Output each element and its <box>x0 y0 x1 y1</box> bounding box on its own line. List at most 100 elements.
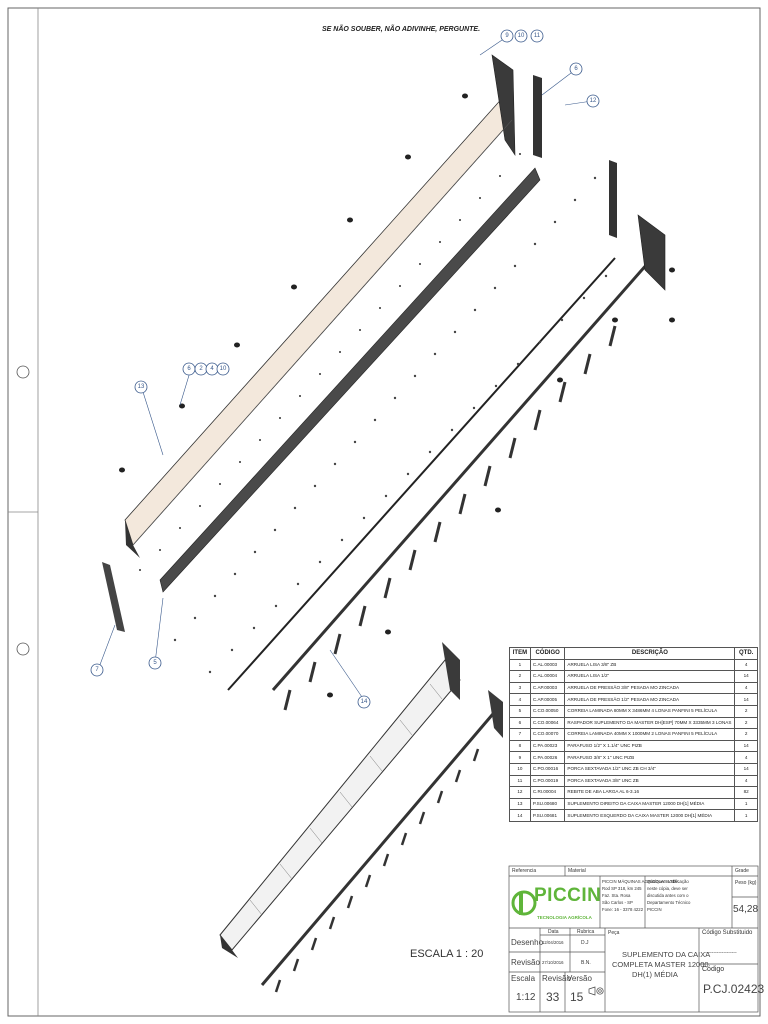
bom-item: 3 <box>509 681 531 695</box>
assembled-view <box>219 642 503 993</box>
bom-desc: SUPLEMENTO ESQUERDO DA CAIXA MASTER 1200… <box>564 809 736 822</box>
grade-label: Grade <box>735 868 749 874</box>
bom-code: C.AP.00003 <box>529 681 566 695</box>
bom-desc: CORREIA LAMINADA 40MM X 1000MM 2 LONAS P… <box>564 728 736 741</box>
peca-name-line-2: COMPLETA MASTER 12000 <box>612 960 709 969</box>
bom-qty: 4 <box>734 681 758 695</box>
bom-desc: ARRUELA LISA 3/8" ZB <box>564 658 736 672</box>
bom-item: 13 <box>509 797 531 811</box>
bom-header-description: DESCRIÇÃO <box>564 647 736 660</box>
notice-line-3: discutida antes com o <box>647 893 689 898</box>
bom-desc: PORCA SEXTAVADA 3/8" UNC ZB <box>564 774 736 788</box>
bom-code: P.SU.00681 <box>529 809 566 822</box>
bom-header-qty: QTD. <box>734 647 758 660</box>
desenho-rubrica: D.J <box>581 940 589 946</box>
bom-item: 1 <box>509 658 531 672</box>
revisao-rubrica: B.N. <box>581 960 591 966</box>
end-strip-left <box>102 562 125 632</box>
right-supplement-panel <box>124 54 516 558</box>
company-address-4: São Carlos - SP <box>602 900 633 905</box>
bom-qty: 14 <box>734 762 758 776</box>
bom-item: 7 <box>509 728 531 741</box>
bom-desc: ARRUELA DE PRESSÃO 1/2" PESADA MO ZINCAD… <box>564 693 736 706</box>
title-block-frame <box>508 865 759 1013</box>
rubrica-label: Rubrica <box>577 929 595 935</box>
notice-line-1: Qualquer modificação <box>647 879 689 884</box>
balloon-6: 6 <box>574 66 578 72</box>
bom-item: 8 <box>509 739 531 753</box>
bom-desc: CORREIA LAMINADA 80MM X 3486MM 4 LONAS P… <box>564 704 736 718</box>
balloon-2: 2 <box>199 366 203 372</box>
bom-qty: 2 <box>734 728 758 741</box>
data-label: Data <box>548 929 559 935</box>
peso-label: Peso (kg) <box>735 880 757 886</box>
bom-qty: 4 <box>734 774 758 788</box>
bom-desc: REBITE DE ABA LARGA AL 6-3.16 <box>564 786 736 799</box>
bom-desc: ARRUELA DE PRESSÃO 3/8" PESADA MO ZINCAD… <box>564 681 736 695</box>
bom-header-item: ITEM <box>509 647 531 660</box>
scale-note: ESCALA 1 : 20 <box>410 948 484 960</box>
desenho-label: Desenho <box>511 938 544 947</box>
balloon-10: 10 <box>518 33 525 39</box>
notice-line-5: PICCIN <box>647 907 662 912</box>
rivet-row-bottom <box>208 274 608 674</box>
bom-code: C.AL.00003 <box>529 658 566 672</box>
balloon-13: 13 <box>138 384 145 390</box>
bom-qty: 1 <box>734 809 758 822</box>
notice-line-4: Departamento Técnico <box>647 900 691 905</box>
balloon-14: 14 <box>361 699 368 705</box>
company-tagline: TECNOLOGIA AGRÍCOLA <box>537 915 592 920</box>
bom-item: 11 <box>509 774 531 788</box>
company-address-2: Rod SP 318, km 245 <box>602 886 642 891</box>
bom-item: 4 <box>509 693 531 706</box>
callout-balloons <box>90 29 600 709</box>
peca-name-line-3: DH(1) MÉDIA <box>632 970 678 979</box>
bom-code: P.SU.00680 <box>529 797 566 811</box>
balloon-11: 11 <box>534 33 541 39</box>
revisao2-value: 33 <box>546 990 560 1004</box>
company-address-5: Fone: 16 - 3378 4222 <box>602 907 644 912</box>
bom-desc: PORCA SEXTAVADA 1/2" UNC ZB CH 3/4" <box>564 762 736 776</box>
belt-strip <box>227 257 616 691</box>
leader-lines <box>97 37 593 701</box>
peso-value: 54,28 <box>733 904 759 915</box>
codigo-value: P.CJ.02423 <box>703 982 765 996</box>
bom-header-code: CÓDIGO <box>529 647 566 660</box>
bom-item: 12 <box>509 786 531 799</box>
escala-label: Escala <box>511 974 536 983</box>
bom-item: 2 <box>509 670 531 683</box>
bom-desc: PARAFUSO 1/2" X 1.1/4" UNC PIZB <box>564 739 736 753</box>
revisao-label: Revisão <box>511 958 540 967</box>
scraper-strip <box>159 167 541 593</box>
bom-qty: 2 <box>734 704 758 718</box>
punch-hole-top <box>16 365 30 379</box>
balloon-4: 4 <box>210 366 214 372</box>
bom-desc: PARAFUSO 3/8" X 1" UNC PIZB <box>564 751 736 764</box>
bom-desc: SUPLEMENTO DIREITO DA CAIXA MASTER 12000… <box>564 797 736 811</box>
company-address-1: PICCIN MÁQUINAS AGRÍCOLAS LTDA <box>602 879 679 884</box>
bom-item: 6 <box>509 716 531 730</box>
desenho-date: 12/04/2016 <box>542 940 564 945</box>
codigo-substituido-label: Código Substituido <box>702 930 753 936</box>
bom-qty: 2 <box>734 716 758 730</box>
balloon-9: 9 <box>505 33 509 39</box>
bom-qty: 14 <box>734 670 758 683</box>
bom-code: C.PO.00019 <box>529 774 566 788</box>
bom-item: 5 <box>509 704 531 718</box>
balloon-10b: 10 <box>220 366 227 372</box>
punch-hole-bottom <box>16 642 30 656</box>
balloon-12: 12 <box>590 98 597 104</box>
bom-code: C.AL.00004 <box>529 670 566 683</box>
